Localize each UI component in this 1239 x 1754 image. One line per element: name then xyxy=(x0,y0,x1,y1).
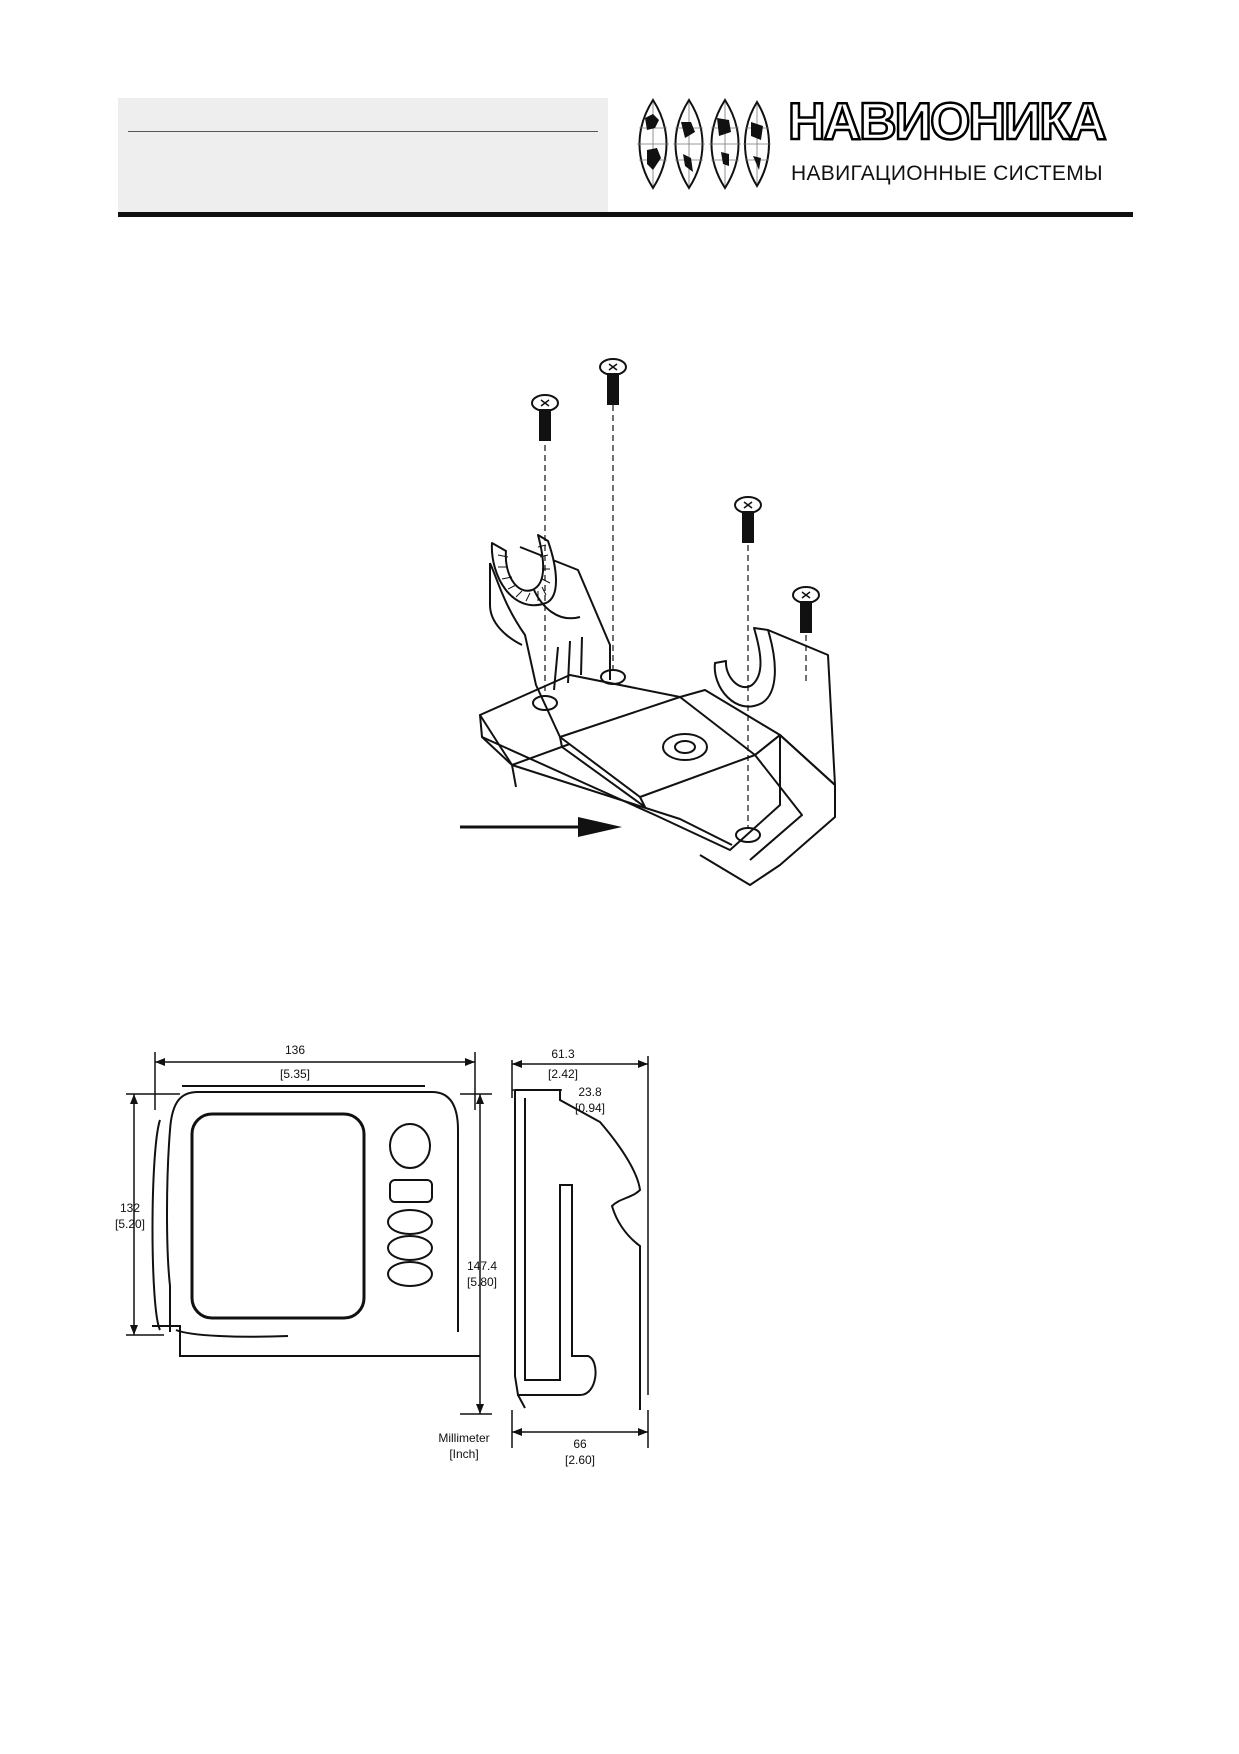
header-title-rule xyxy=(128,131,598,132)
side-top-depth-in: [2.42] xyxy=(548,1067,578,1081)
units-label-mm: Millimeter xyxy=(438,1431,489,1445)
header-divider xyxy=(118,212,1133,217)
side-offset-mm: 23.8 xyxy=(578,1085,602,1099)
side-top-depth-mm: 61.3 xyxy=(551,1047,575,1061)
side-offset-in: [0.94] xyxy=(575,1101,605,1115)
overall-height-mm: 147.4 xyxy=(467,1259,497,1273)
units-label-in: [Inch] xyxy=(449,1447,478,1461)
front-width-in: [5.35] xyxy=(280,1067,310,1081)
side-bottom-depth-mm: 66 xyxy=(573,1437,587,1451)
direction-arrow-icon xyxy=(460,817,622,837)
brand-name: НАВИОНИКА xyxy=(787,93,1108,151)
mounting-bracket-drawing xyxy=(460,358,836,886)
header-title-panel xyxy=(118,98,608,214)
globe-segments-icon xyxy=(637,98,771,190)
brand-tagline: НАВИГАЦИОННЫЕ СИСТЕМЫ xyxy=(791,162,1103,185)
front-width-mm: 136 xyxy=(285,1043,305,1057)
front-height-in: [5.20] xyxy=(115,1217,145,1231)
dimension-drawing: 136 [5.35] 132 [5.20] 147.4 [5.80] Milli… xyxy=(115,1043,649,1467)
front-height-mm: 132 xyxy=(120,1201,140,1215)
overall-height-in: [5.80] xyxy=(467,1275,497,1289)
side-bottom-depth-in: [2.60] xyxy=(565,1453,595,1467)
